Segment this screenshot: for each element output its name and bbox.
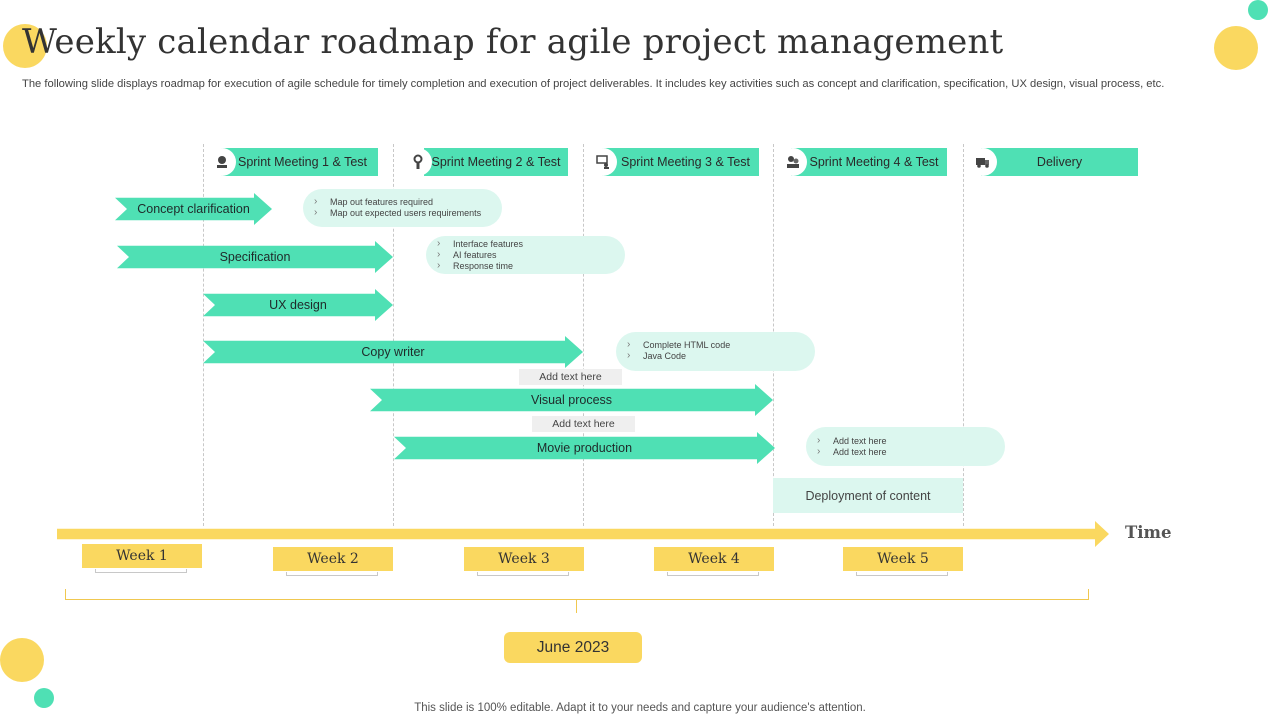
note-pill-1: Map out features required Map out expect…	[303, 189, 502, 227]
sprint-header-2: Sprint Meeting 2 & Test	[424, 148, 568, 176]
footer-note: This slide is 100% editable. Adapt it to…	[414, 702, 866, 714]
sprint-header-label: Sprint Meeting 3 & Test	[620, 155, 750, 169]
note-item: Add text here	[817, 446, 1005, 458]
sprint-header-3: Sprint Meeting 3 & Test	[602, 148, 759, 176]
truck-icon	[969, 148, 997, 176]
note-item: Map out features required	[314, 196, 502, 208]
presenter-icon	[589, 148, 617, 176]
decor-circle-bottom-left-small	[34, 688, 54, 708]
week-label-4: Week 4	[654, 547, 774, 571]
month-label: June 2023	[504, 632, 642, 663]
meeting-icon	[208, 148, 236, 176]
month-brace-tick	[576, 599, 577, 613]
page-title: Weekly calendar roadmap for agile projec…	[22, 22, 1004, 62]
week-label-1: Week 1	[82, 544, 202, 568]
decor-circle-top-right-small	[1248, 0, 1268, 20]
column-divider	[203, 144, 204, 526]
page-subtitle: The following slide displays roadmap for…	[22, 78, 1165, 90]
sprint-header-5: Delivery	[981, 148, 1138, 176]
decor-circle-top-right-large	[1214, 26, 1258, 70]
sprint-header-label: Sprint Meeting 4 & Test	[809, 155, 939, 169]
activity-arrow-visual-process: Visual process	[370, 384, 773, 416]
sprint-header-label: Sprint Meeting 1 & Test	[237, 155, 367, 169]
placeholder-text-box: Add text here	[532, 416, 635, 432]
week-underline	[477, 572, 569, 576]
week-underline	[95, 569, 187, 573]
month-brace	[65, 589, 1089, 600]
time-label: Time	[1125, 523, 1172, 542]
sprint-header-4: Sprint Meeting 4 & Test	[791, 148, 947, 176]
sprint-header-label: Sprint Meeting 2 & Test	[431, 155, 561, 169]
week-label-2: Week 2	[273, 547, 393, 571]
week-underline	[856, 572, 948, 576]
column-divider	[963, 144, 964, 526]
deployment-box: Deployment of content	[773, 478, 963, 513]
activity-arrow-concept-clarification: Concept clarification	[115, 193, 272, 225]
activity-arrow-specification: Specification	[117, 241, 393, 273]
note-item: AI features	[437, 249, 625, 261]
column-divider	[583, 144, 584, 526]
activity-arrow-ux-design: UX design	[203, 289, 393, 321]
note-item: Java Code	[627, 350, 815, 362]
note-pill-2: Interface features AI features Response …	[426, 236, 625, 274]
note-pill-3: Complete HTML code Java Code	[616, 332, 815, 371]
week-underline	[667, 572, 759, 576]
note-item: Response time	[437, 260, 625, 272]
placeholder-text-box: Add text here	[519, 369, 622, 385]
note-item: Interface features	[437, 238, 625, 250]
note-pill-4: Add text here Add text here	[806, 427, 1005, 466]
column-divider	[393, 144, 394, 526]
activity-arrow-copy-writer: Copy writer	[203, 336, 583, 368]
decor-circle-top-left	[3, 24, 47, 68]
team-icon	[779, 148, 807, 176]
week-underline	[286, 572, 378, 576]
note-item: Map out expected users requirements	[314, 207, 502, 219]
week-label-3: Week 3	[464, 547, 584, 571]
note-item: Add text here	[817, 435, 1005, 447]
decor-circle-bottom-left-large	[0, 638, 44, 682]
activity-arrow-movie-production: Movie production	[394, 432, 775, 464]
sprint-header-1: Sprint Meeting 1 & Test	[221, 148, 378, 176]
gear-person-icon	[404, 148, 432, 176]
note-item: Complete HTML code	[627, 339, 815, 351]
week-label-5: Week 5	[843, 547, 963, 571]
sprint-header-label: Delivery	[1036, 155, 1083, 169]
